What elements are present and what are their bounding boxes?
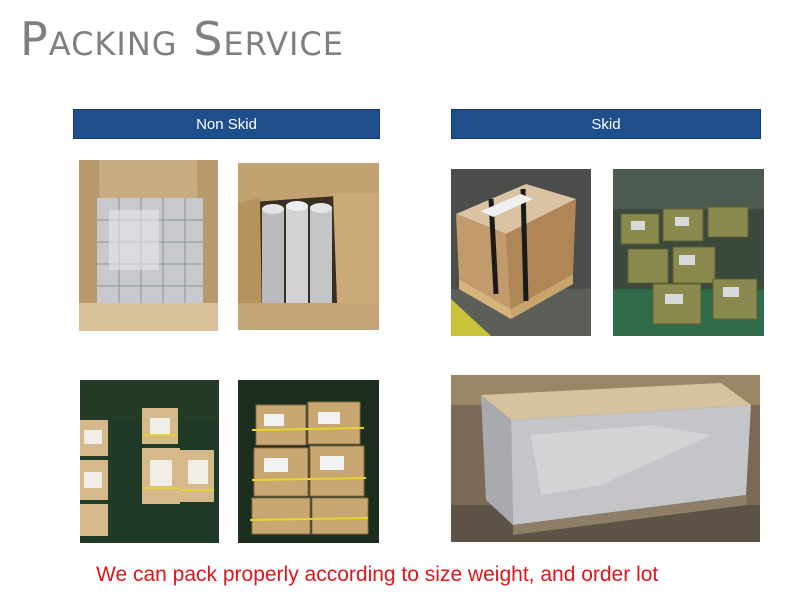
page-title: Packing Service bbox=[20, 12, 344, 66]
non-skid-header-label: Non Skid bbox=[196, 115, 257, 133]
skid-header: Skid bbox=[451, 109, 761, 139]
skid-photo-warehouse-pallets bbox=[613, 169, 764, 336]
skid-photo-wrapped-crate bbox=[451, 375, 760, 542]
non-skid-photo-rolls-box bbox=[238, 163, 379, 330]
packing-caption: We can pack properly according to size w… bbox=[96, 563, 659, 586]
non-skid-photo-stacked-boxes bbox=[238, 380, 379, 543]
skid-photo-pallet-box bbox=[451, 169, 591, 336]
non-skid-photo-sheet-box bbox=[79, 160, 218, 331]
skid-header-label: Skid bbox=[591, 115, 621, 133]
non-skid-header: Non Skid bbox=[73, 109, 380, 139]
non-skid-photo-wrapped-packs bbox=[80, 380, 219, 543]
